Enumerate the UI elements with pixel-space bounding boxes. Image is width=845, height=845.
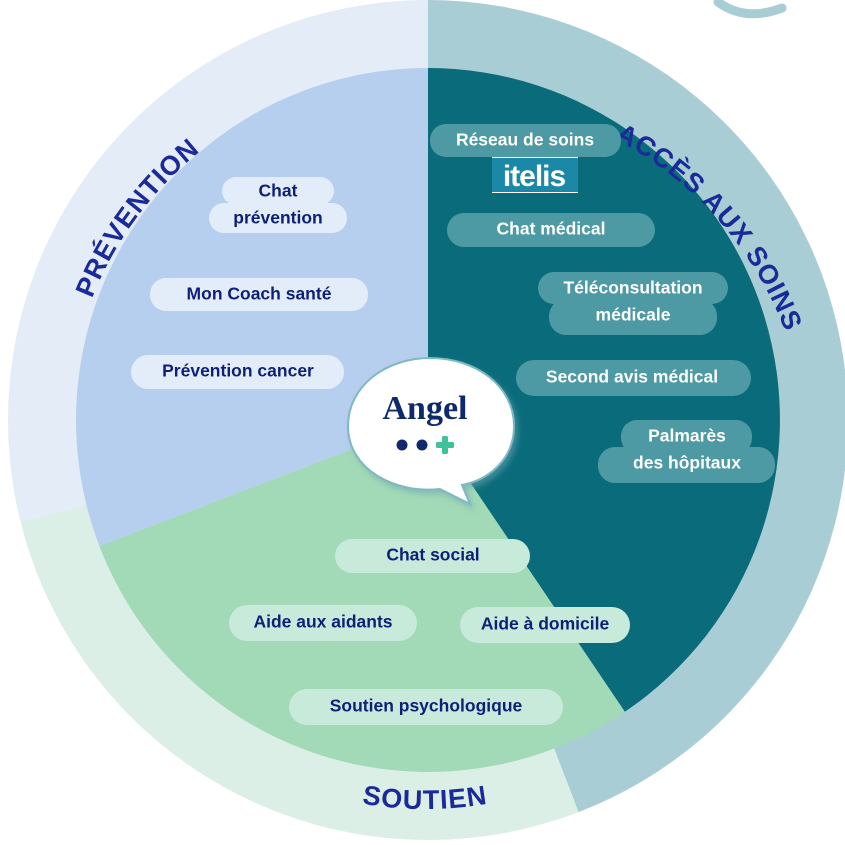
service-label: prévention	[233, 208, 322, 228]
service-pill-second-avis-medical[interactable]: Second avis médical	[516, 360, 751, 396]
service-label: Prévention cancer	[162, 361, 314, 381]
angel-dots-plus-icon	[396, 436, 454, 454]
decorative-arc	[713, 0, 787, 19]
service-label: Palmarès	[648, 426, 726, 446]
service-label: Soutien psychologique	[330, 696, 523, 716]
speech-bubble-icon	[346, 356, 516, 507]
service-pill-palmares-hopitaux[interactable]: Palmarès des hôpitaux	[598, 420, 775, 483]
angel-speech-bubble[interactable]	[346, 356, 516, 507]
service-label: Chat social	[386, 545, 479, 565]
service-pill-chat-social[interactable]: Chat social	[335, 539, 530, 573]
service-label: Aide à domicile	[481, 614, 610, 634]
service-pill-aide-aux-aidants[interactable]: Aide aux aidants	[229, 605, 417, 641]
service-label: des hôpitaux	[633, 453, 741, 473]
service-label: Chat médical	[497, 219, 606, 239]
prevention-items: Chat prévention Mon Coach santé Préventi…	[131, 177, 368, 389]
service-pill-prevention-cancer[interactable]: Prévention cancer	[131, 355, 344, 389]
service-label: Réseau de soins	[456, 130, 594, 150]
service-label: Aide aux aidants	[253, 612, 392, 632]
service-pill-chat-medical[interactable]: Chat médical	[447, 213, 655, 247]
soutien-title: SOUTIEN	[361, 780, 489, 815]
soutien-inner-sector	[99, 420, 625, 772]
angel-brand: Angel	[383, 390, 468, 427]
service-pill-reseau-de-soins[interactable]: Réseau de soins	[430, 124, 621, 157]
service-label: médicale	[596, 305, 671, 325]
service-pill-chat-prevention[interactable]: Chat prévention	[209, 177, 347, 233]
service-pill-aide-a-domicile[interactable]: Aide à domicile	[460, 607, 630, 643]
acces-items: Réseau de soins itelis Chat médical Télé…	[430, 124, 775, 483]
service-pill-teleconsultation[interactable]: Téléconsultation médicale	[538, 272, 728, 335]
service-label: Second avis médical	[546, 367, 718, 387]
service-pill-soutien-psychologique[interactable]: Soutien psychologique	[289, 689, 563, 725]
svg-text:itelis: itelis	[503, 160, 566, 193]
service-label: Chat	[259, 181, 298, 201]
itelis-logo: itelis	[492, 157, 578, 193]
service-label: Téléconsultation	[563, 278, 702, 298]
service-pill-mon-coach-sante[interactable]: Mon Coach santé	[150, 278, 368, 311]
service-label: Mon Coach santé	[187, 284, 332, 304]
soutien-items: Chat social Aide aux aidants Aide à domi…	[229, 539, 630, 725]
